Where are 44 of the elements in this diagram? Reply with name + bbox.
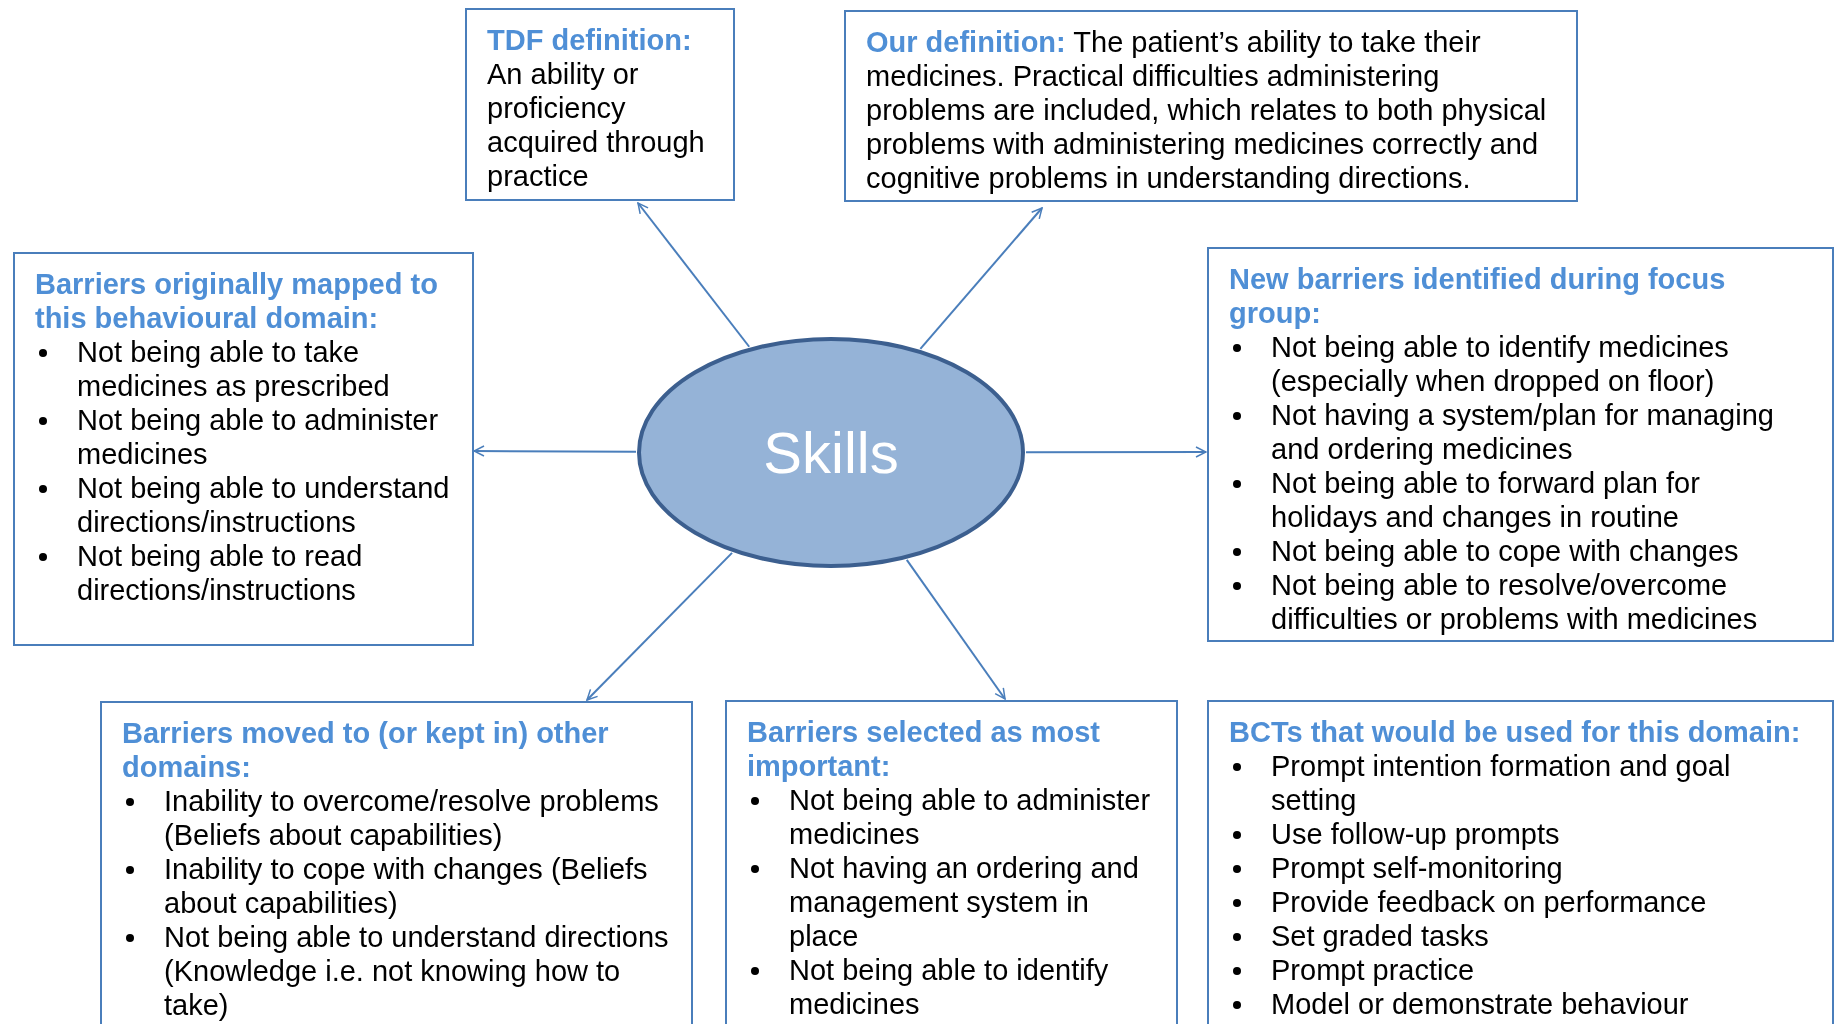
bullet-item: Not being able to understand directions (Knowledge i.e. not knowing how to take)	[122, 920, 673, 1022]
bullet-item: Prompt intention formation and goal setting	[1229, 749, 1814, 817]
bullet-item: Not being able to administer medicines	[35, 403, 454, 471]
bullet-item: Prompt self-monitoring	[1229, 851, 1814, 885]
arrow	[919, 207, 1043, 350]
bullet-item: Not being able to read directions/instructions	[35, 539, 454, 607]
arrow	[473, 445, 637, 457]
list-box	[100, 701, 693, 1024]
definition-box	[465, 8, 735, 201]
box-heading: New barriers identified during focus group:	[1229, 262, 1727, 330]
box-heading: BCTs that would be used for this domain:	[1229, 715, 1802, 749]
arrow	[1025, 446, 1207, 458]
bullet-item: Model or demonstrate behaviour	[1229, 987, 1814, 1021]
bullet-item: Not being able to administer medicines	[747, 783, 1158, 851]
list-box	[725, 700, 1178, 1024]
bullet-item: Use follow-up prompts	[1229, 817, 1814, 851]
list-box	[13, 252, 474, 646]
box-heading: Barriers originally mapped to this behavioural domain:	[35, 267, 439, 335]
list-box	[1207, 700, 1834, 1024]
definition-text: Our definition: The patient’s ability to take their medicines. Practical difficulties administering problems are included, which relates to both physical problems with administering medicines correctly and cognitive problems in understanding directions.	[866, 25, 1548, 195]
bullet-item: Inability to overcome/resolve problems (Beliefs about capabilities)	[122, 784, 673, 852]
bullet-item: Not being able to identify medicines (especially when dropped on floor)	[1229, 330, 1814, 398]
bullet-item: Inability to cope with changes (Beliefs about capabilities)	[122, 852, 673, 920]
arrow	[586, 551, 734, 701]
bullet-item: Prompt practice	[1229, 953, 1814, 987]
definition-box	[844, 10, 1578, 202]
bullet-item: Not being able to understand directions/instructions	[35, 471, 454, 539]
bullet-item: Set graded tasks	[1229, 919, 1814, 953]
box-heading: Barriers selected as most important:	[747, 715, 1102, 783]
box-heading: Barriers moved to (or kept in) other domains:	[122, 716, 610, 784]
definition-text: An ability or proficiency acquired through practice	[487, 57, 706, 193]
arrow	[905, 558, 1006, 700]
bullet-item: Provide feedback on performance	[1229, 885, 1814, 919]
box-heading: TDF definition:	[487, 23, 693, 57]
bullet-item: Not having an ordering and management system in place	[747, 851, 1158, 953]
bullet-item: Not having a system/plan for managing and ordering medicines	[1229, 398, 1814, 466]
bullet-item: Not being able to forward plan for holidays and changes in routine	[1229, 466, 1814, 534]
arrow	[637, 202, 751, 348]
list-box	[1207, 247, 1834, 642]
central-label: Skills	[763, 419, 899, 486]
bullet-item: Not being able to identify medicines	[747, 953, 1158, 1021]
bullet-item: Not being able to resolve/overcome difficulties or problems with medicines	[1229, 568, 1814, 636]
bullet-item: Not being able to take medicines as prescribed	[35, 335, 454, 403]
bullet-item: Not being able to cope with changes	[1229, 534, 1814, 568]
